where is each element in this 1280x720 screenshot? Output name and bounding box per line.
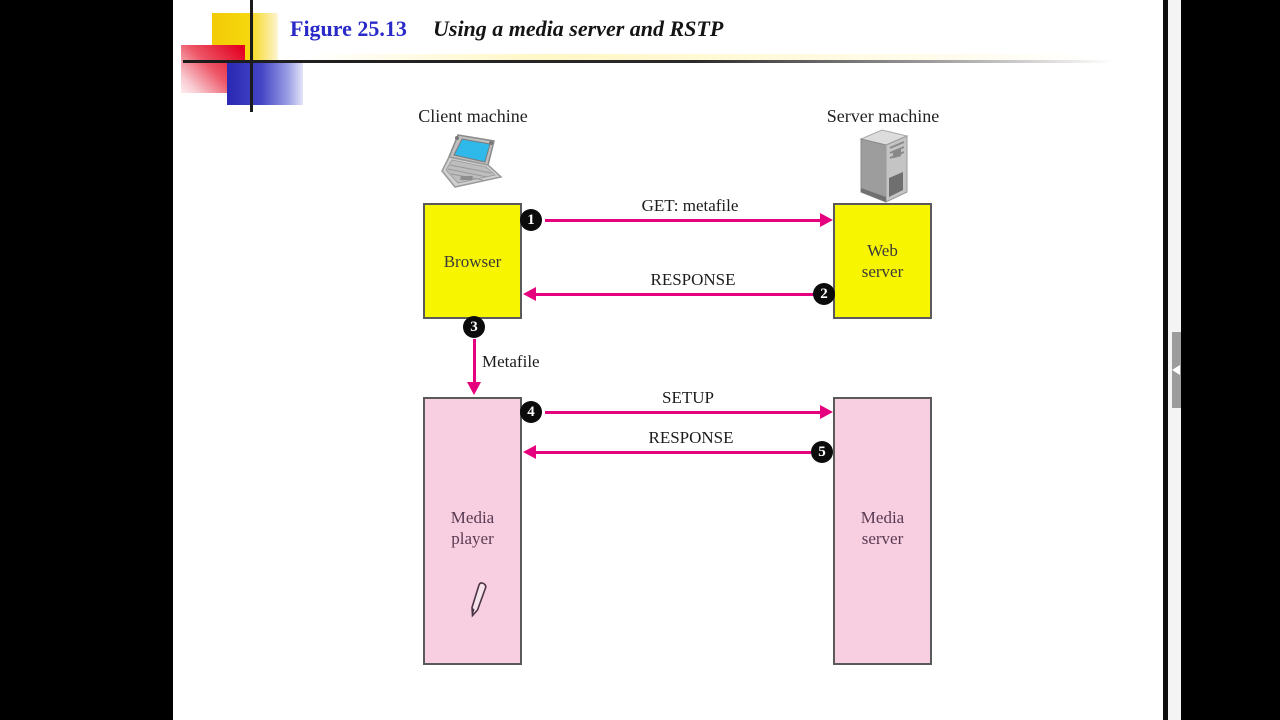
step-3-number: 3 bbox=[470, 318, 478, 335]
arrow-right-head bbox=[820, 213, 833, 227]
arrow-left-head bbox=[523, 287, 536, 301]
step-2-badge: 2 bbox=[813, 283, 835, 305]
setup-arrow bbox=[545, 405, 833, 419]
step-4-number: 4 bbox=[527, 403, 535, 420]
figure-number: Figure 25.13 bbox=[290, 16, 407, 41]
decor-divider-glow bbox=[303, 54, 1103, 60]
scrollbar-arrow-icon bbox=[1172, 365, 1180, 375]
arrow-down-head bbox=[467, 382, 481, 395]
viewer-edge-line bbox=[1163, 0, 1168, 720]
client-machine-label: Client machine bbox=[418, 106, 528, 126]
decor-blue-square bbox=[227, 60, 303, 105]
laptop-icon bbox=[441, 134, 503, 188]
media-server-label: Media server bbox=[860, 508, 905, 548]
get-metafile-arrow bbox=[545, 213, 833, 227]
arrow-left-head bbox=[523, 445, 536, 459]
response-top-label: RESPONSE bbox=[650, 270, 736, 289]
metafile-arrow bbox=[467, 339, 481, 395]
letterbox-right bbox=[1181, 0, 1280, 720]
response-bottom-label: RESPONSE bbox=[648, 428, 734, 447]
browser-label: Browser bbox=[443, 251, 502, 271]
step-5-number: 5 bbox=[818, 443, 826, 460]
step-4-badge: 4 bbox=[520, 401, 542, 423]
server-machine-label: Server machine bbox=[826, 106, 940, 126]
letterbox-left bbox=[0, 0, 173, 720]
decor-vertical-line bbox=[250, 0, 253, 112]
web-server-box: Web server bbox=[833, 203, 932, 319]
media-player-label: Media player bbox=[450, 508, 495, 548]
setup-label: SETUP bbox=[662, 388, 714, 407]
browser-box: Browser bbox=[423, 203, 522, 319]
slide-content: Figure 25.13 Using a media server and RS… bbox=[173, 0, 1163, 720]
server-tower-icon bbox=[859, 129, 909, 203]
web-server-label: Web server bbox=[861, 241, 904, 281]
step-3-badge: 3 bbox=[463, 316, 485, 338]
media-server-box: Media server bbox=[833, 397, 932, 665]
arrow-right-head bbox=[820, 405, 833, 419]
step-5-badge: 5 bbox=[811, 441, 833, 463]
get-metafile-label: GET: metafile bbox=[641, 196, 739, 215]
response-arrow-top bbox=[523, 287, 820, 301]
metafile-label: Metafile bbox=[482, 352, 540, 371]
step-1-badge: 1 bbox=[520, 209, 542, 231]
figure-title: Using a media server and RSTP bbox=[433, 16, 724, 41]
media-player-box: Media player bbox=[423, 397, 522, 665]
decor-divider-line bbox=[183, 60, 1113, 63]
step-1-number: 1 bbox=[527, 211, 535, 228]
response-arrow-bottom bbox=[523, 445, 811, 459]
pen-mark-icon bbox=[471, 582, 487, 618]
step-2-number: 2 bbox=[820, 285, 828, 302]
